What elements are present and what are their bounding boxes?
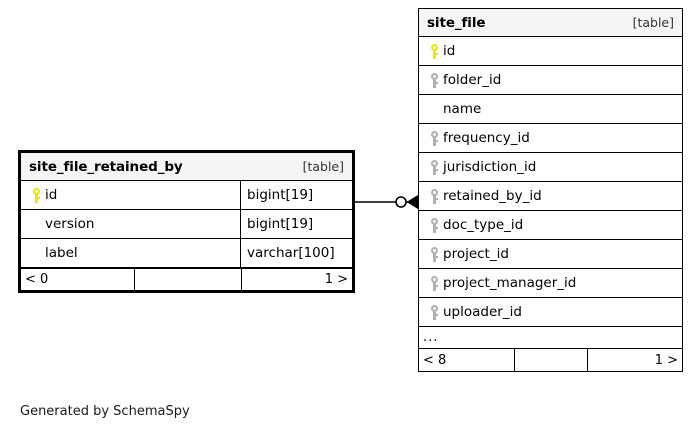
column-label: name xyxy=(443,101,482,117)
column-type: varchar[100] xyxy=(247,245,335,261)
more-columns-indicator: ... xyxy=(419,327,682,349)
foreign-key-icon xyxy=(425,217,443,233)
column-name-cell: retained_by_id xyxy=(419,182,682,210)
column-label: project_manager_id xyxy=(443,275,577,291)
column-label: label xyxy=(45,245,78,261)
column-type-cell: bigint[19] xyxy=(240,210,352,238)
table-row[interactable]: id xyxy=(419,37,682,66)
table-row[interactable]: frequency_id xyxy=(419,124,682,153)
column-name-cell: project_manager_id xyxy=(419,269,682,297)
column-label: version xyxy=(45,216,95,232)
pager-next-button[interactable]: 1 > xyxy=(324,272,348,287)
foreign-key-icon xyxy=(425,188,443,204)
foreign-key-icon xyxy=(425,275,443,291)
table-header-site-file-retained-by: site_file_retained_by [table] xyxy=(21,153,352,181)
table-row[interactable]: version bigint[19] xyxy=(21,210,352,239)
column-name-cell: label xyxy=(21,239,240,267)
pager-prev-button[interactable]: < 0 xyxy=(25,272,49,287)
column-name-cell: folder_id xyxy=(419,66,682,94)
column-label: frequency_id xyxy=(443,130,530,146)
foreign-key-icon xyxy=(425,72,443,88)
foreign-key-icon xyxy=(425,159,443,175)
column-type: bigint[19] xyxy=(247,187,314,203)
table-row[interactable]: label varchar[100] xyxy=(21,239,352,268)
table-row[interactable]: uploader_id xyxy=(419,298,682,327)
table-row[interactable]: project_manager_id xyxy=(419,269,682,298)
column-label: jurisdiction_id xyxy=(443,159,537,175)
table-row[interactable]: jurisdiction_id xyxy=(419,153,682,182)
column-label: uploader_id xyxy=(443,304,522,320)
table-row[interactable]: id bigint[19] xyxy=(21,181,352,210)
column-name-cell: id xyxy=(419,37,682,65)
table-footer-pager: < 8 1 > xyxy=(419,349,682,371)
pager-prev-button[interactable]: < 8 xyxy=(423,352,447,368)
pager-next-button[interactable]: 1 > xyxy=(654,352,678,368)
column-name-cell: name xyxy=(419,95,682,123)
table-row[interactable]: name xyxy=(419,95,682,124)
column-name-cell: version xyxy=(21,210,240,238)
table-type-tag: [table] xyxy=(632,15,674,30)
relationship-connector-retained-by xyxy=(352,195,418,209)
table-footer-pager: < 0 1 > xyxy=(21,268,352,290)
column-label: project_id xyxy=(443,246,509,262)
column-type: bigint[19] xyxy=(247,216,314,232)
table-name: site_file xyxy=(427,14,486,31)
table-name: site_file_retained_by xyxy=(29,158,183,175)
column-label: id xyxy=(443,43,456,59)
table-type-tag: [table] xyxy=(302,159,344,174)
table-row[interactable]: project_id xyxy=(419,240,682,269)
column-name-cell: frequency_id xyxy=(419,124,682,152)
pager-middle xyxy=(134,269,242,290)
table-row-retained-by-id[interactable]: retained_by_id xyxy=(419,182,682,211)
column-name-cell: jurisdiction_id xyxy=(419,153,682,181)
table-site-file-retained-by[interactable]: site_file_retained_by [table] id bigint[… xyxy=(18,150,355,293)
column-label: doc_type_id xyxy=(443,217,524,233)
column-type-cell: bigint[19] xyxy=(240,181,352,209)
column-label: id xyxy=(45,187,58,203)
foreign-key-icon xyxy=(425,130,443,146)
table-header-site-file: site_file [table] xyxy=(419,9,682,37)
column-name-cell: uploader_id xyxy=(419,298,682,326)
pager-middle xyxy=(514,349,588,371)
column-label: folder_id xyxy=(443,72,502,88)
table-row[interactable]: folder_id xyxy=(419,66,682,95)
column-name-cell: id xyxy=(21,181,240,209)
table-row[interactable]: doc_type_id xyxy=(419,211,682,240)
table-site-file[interactable]: site_file [table] id folder_id name xyxy=(418,8,683,372)
foreign-key-icon xyxy=(425,304,443,320)
column-name-cell: project_id xyxy=(419,240,682,268)
column-type-cell: varchar[100] xyxy=(240,239,352,267)
foreign-key-icon xyxy=(425,246,443,262)
column-label: retained_by_id xyxy=(443,188,542,204)
primary-key-icon xyxy=(425,43,443,59)
column-name-cell: doc_type_id xyxy=(419,211,682,239)
generated-by-credit: Generated by SchemaSpy xyxy=(20,404,190,419)
primary-key-icon xyxy=(27,187,45,203)
